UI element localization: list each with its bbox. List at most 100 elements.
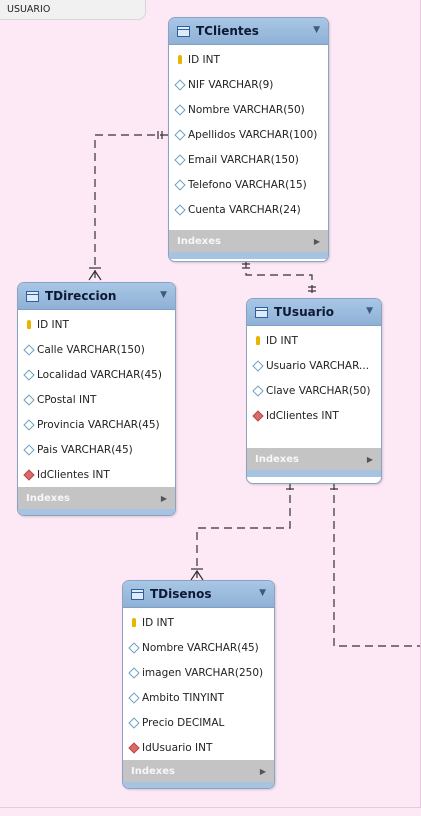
column-text: ID INT — [37, 318, 69, 331]
primary-key-icon — [129, 618, 138, 627]
indexes-bar[interactable]: Indexes▶ — [18, 487, 175, 509]
column-row[interactable]: ID INT — [18, 312, 175, 337]
indexes-bar[interactable]: Indexes▶ — [247, 448, 381, 470]
column-row[interactable]: ID INT — [247, 328, 381, 353]
column-text: CPostal INT — [37, 393, 97, 406]
column-row[interactable]: Nombre VARCHAR(45) — [123, 635, 274, 660]
indexes-bar[interactable]: Indexes ▶ — [123, 760, 274, 782]
table-header[interactable]: TClientes ▼ — [169, 18, 328, 45]
column-row[interactable]: Precio DECIMAL — [123, 710, 274, 735]
table-name: TClientes — [196, 24, 259, 38]
column-row[interactable]: Pais VARCHAR(45) — [18, 437, 175, 462]
column-row[interactable]: Apellidos VARCHAR(100) — [169, 122, 328, 147]
column-text: Email VARCHAR(150) — [188, 153, 299, 166]
expand-arrow-icon[interactable]: ▶ — [313, 236, 320, 246]
column-row[interactable]: Telefono VARCHAR(15) — [169, 172, 328, 197]
table-header[interactable]: TUsuario ▼ — [247, 299, 381, 326]
column-row[interactable]: Ambito TINYINT — [123, 685, 274, 710]
indexes-label: Indexes — [131, 765, 175, 777]
column-row[interactable]: ID INT — [169, 47, 328, 72]
crowfoot-marker — [88, 269, 102, 281]
primary-key-icon — [24, 320, 33, 329]
column-row[interactable]: Email VARCHAR(150) — [169, 147, 328, 172]
table-icon — [131, 588, 144, 600]
column-row[interactable]: Localidad VARCHAR(45) — [18, 362, 175, 387]
rel-clientes-usuario-line — [245, 260, 313, 296]
table-footer — [18, 509, 175, 515]
column-text: Nombre VARCHAR(50) — [188, 103, 305, 116]
column-row[interactable]: Provincia VARCHAR(45) — [18, 412, 175, 437]
column-icon — [173, 153, 186, 166]
layer-label[interactable]: USUARIO — [0, 0, 146, 20]
column-icon — [173, 203, 186, 216]
column-text: Nombre VARCHAR(45) — [142, 641, 259, 654]
column-text: IdClientes INT — [37, 468, 110, 481]
column-text: Usuario VARCHAR... — [266, 359, 370, 372]
table-icon — [255, 306, 268, 318]
table-header[interactable]: TDireccion ▼ — [18, 283, 175, 310]
column-text: Precio DECIMAL — [142, 716, 225, 729]
primary-key-icon — [253, 336, 262, 345]
column-row[interactable]: Clave VARCHAR(50) — [247, 378, 381, 403]
table-tclientes[interactable]: TClientes ▼ ID INT NIF VARCHAR(9) Nombre… — [168, 17, 329, 262]
collapse-arrow-icon[interactable]: ▼ — [366, 306, 373, 316]
column-icon — [22, 443, 35, 456]
table-footer — [123, 782, 274, 788]
column-text: Cuenta VARCHAR(24) — [188, 203, 301, 216]
table-tdisenos[interactable]: TDisenos ▼ ID INT Nombre VARCHAR(45) ima… — [122, 580, 275, 789]
column-text: Telefono VARCHAR(15) — [188, 178, 307, 191]
column-text: Clave VARCHAR(50) — [266, 384, 371, 397]
column-row[interactable]: IdUsuario INT — [123, 735, 274, 760]
column-row[interactable]: Nombre VARCHAR(50) — [169, 97, 328, 122]
primary-key-icon — [175, 55, 184, 64]
table-name: TDireccion — [45, 289, 117, 303]
column-icon — [127, 666, 140, 679]
crowfoot-marker — [190, 569, 204, 581]
column-row[interactable]: Usuario VARCHAR... — [247, 353, 381, 378]
column-row[interactable]: imagen VARCHAR(250) — [123, 660, 274, 685]
column-row[interactable]: CPostal INT — [18, 387, 175, 412]
rel-usuario-disenos-line — [196, 482, 291, 578]
column-row[interactable]: Cuenta VARCHAR(24) — [169, 197, 328, 222]
column-row[interactable]: ID INT — [123, 610, 274, 635]
column-row[interactable]: IdClientes INT — [247, 403, 381, 428]
column-icon — [127, 716, 140, 729]
column-icon — [173, 103, 186, 116]
expand-arrow-icon[interactable]: ▶ — [366, 454, 373, 464]
table-tdireccion[interactable]: TDireccion ▼ ID INT Calle VARCHAR(150) L… — [17, 282, 176, 516]
column-row[interactable]: Calle VARCHAR(150) — [18, 337, 175, 362]
expand-arrow-icon[interactable]: ▶ — [160, 493, 167, 503]
column-icon — [22, 343, 35, 356]
column-text: IdUsuario INT — [142, 741, 213, 754]
column-text: Localidad VARCHAR(45) — [37, 368, 162, 381]
column-text: imagen VARCHAR(250) — [142, 666, 264, 679]
column-text: Pais VARCHAR(45) — [37, 443, 133, 456]
indexes-label: Indexes — [177, 235, 221, 247]
table-footer — [247, 470, 381, 477]
table-tusuario[interactable]: TUsuario ▼ ID INT Usuario VARCHAR... Cla… — [246, 298, 382, 484]
column-row[interactable]: IdClientes INT — [18, 462, 175, 487]
expand-arrow-icon[interactable]: ▶ — [259, 766, 266, 776]
table-header[interactable]: TDisenos ▼ — [123, 581, 274, 608]
foreign-key-icon — [22, 468, 35, 481]
column-text: ID INT — [142, 616, 174, 629]
collapse-arrow-icon[interactable]: ▼ — [259, 588, 266, 598]
indexes-bar[interactable]: Indexes ▶ — [169, 230, 328, 252]
collapse-arrow-icon[interactable]: ▼ — [160, 290, 167, 300]
column-text: Provincia VARCHAR(45) — [37, 418, 160, 431]
table-footer — [169, 252, 328, 259]
collapse-arrow-icon[interactable]: ▼ — [313, 25, 320, 35]
column-text: ID INT — [266, 334, 298, 347]
rel-clientes-direccion-line — [94, 134, 168, 278]
column-icon — [251, 384, 264, 397]
column-row[interactable]: NIF VARCHAR(9) — [169, 72, 328, 97]
column-icon — [22, 393, 35, 406]
table-name: TDisenos — [150, 587, 212, 601]
table-icon — [177, 25, 190, 37]
column-text: Calle VARCHAR(150) — [37, 343, 145, 356]
column-icon — [173, 178, 186, 191]
column-text: Ambito TINYINT — [142, 691, 225, 704]
table-icon — [26, 290, 39, 302]
